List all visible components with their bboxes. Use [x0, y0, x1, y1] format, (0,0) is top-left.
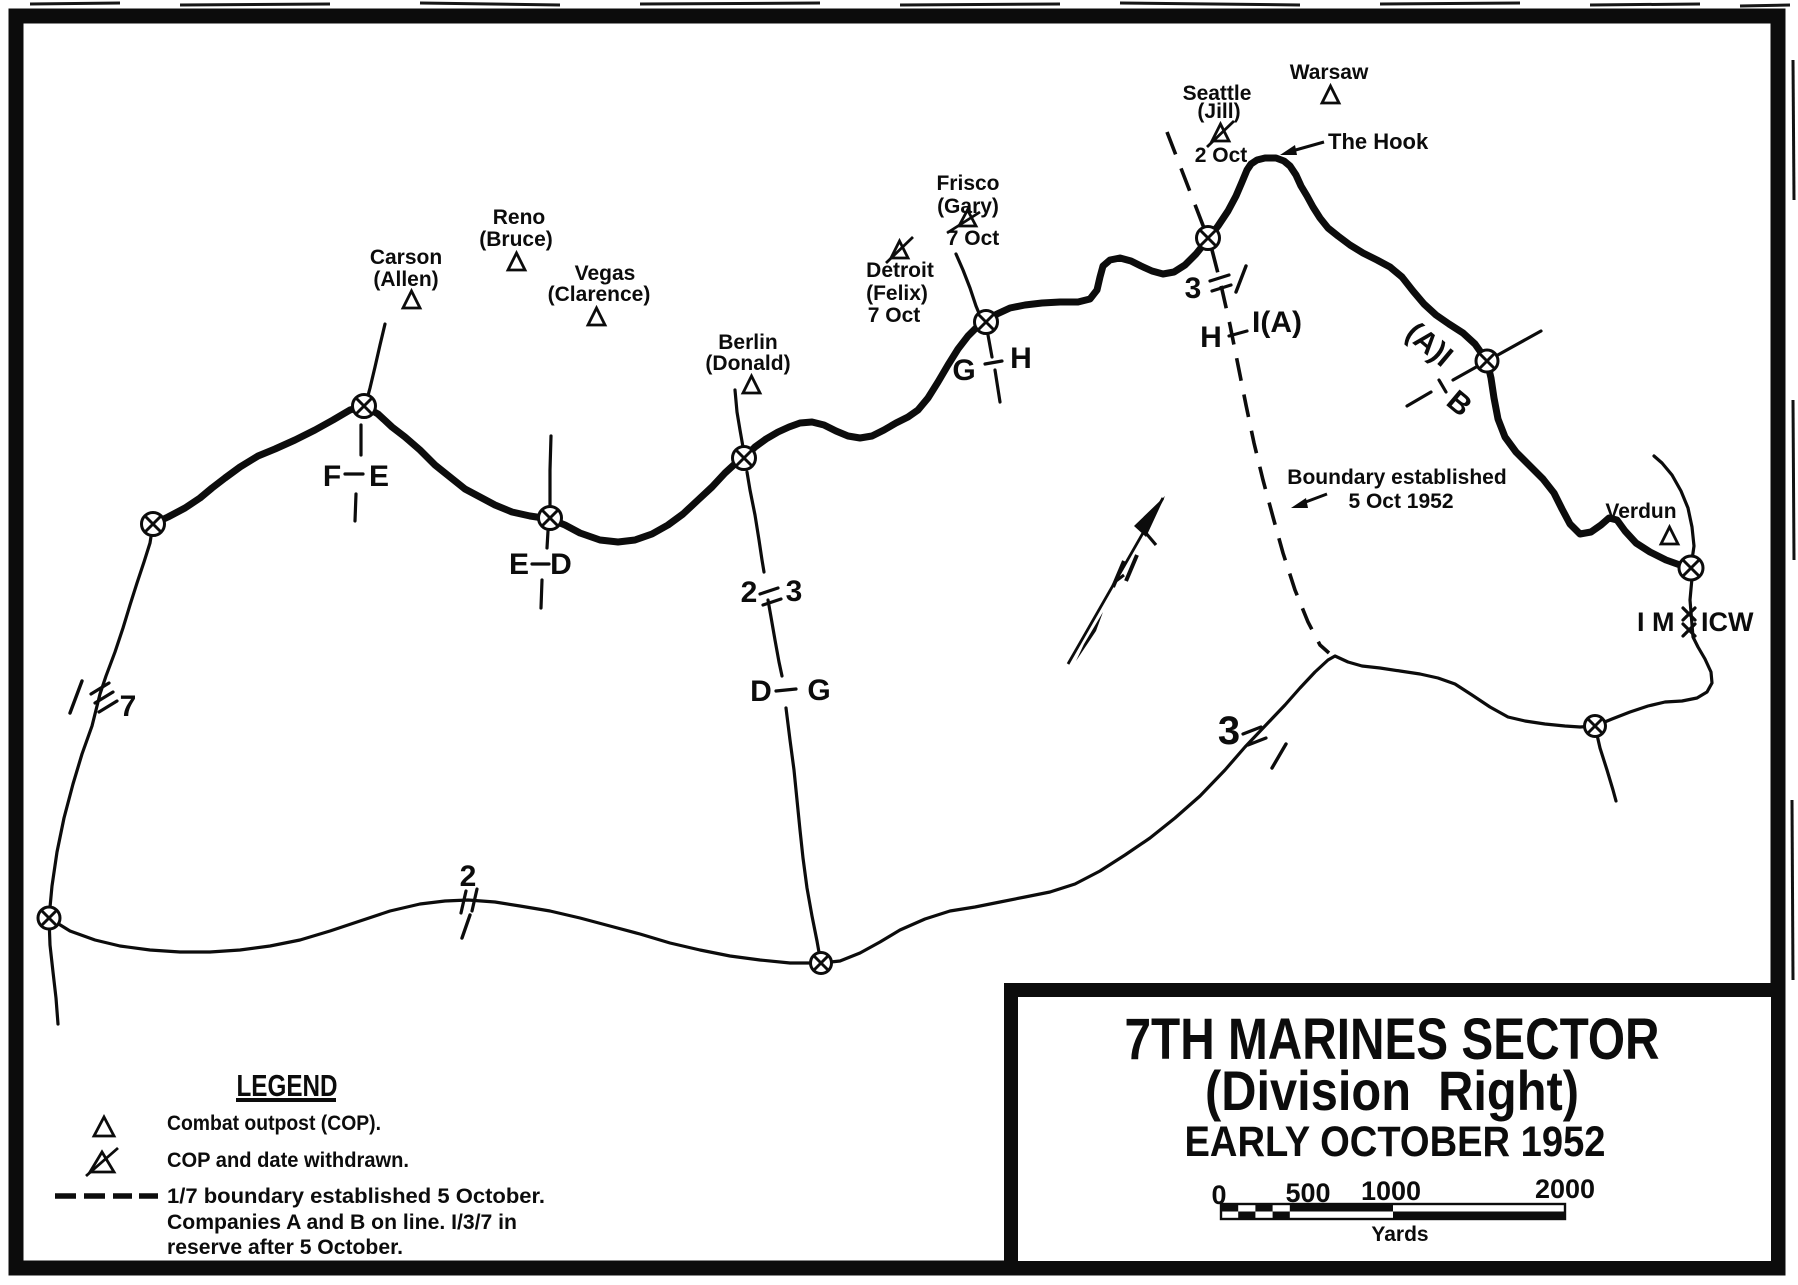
svg-text:Detroit: Detroit [866, 259, 934, 282]
svg-text:I M: I M [1637, 607, 1675, 637]
svg-text:LEGEND: LEGEND [237, 1068, 338, 1103]
svg-text:H: H [1200, 321, 1222, 354]
svg-text:2000: 2000 [1535, 1174, 1595, 1204]
svg-text:D: D [550, 548, 572, 581]
svg-text:(Bruce): (Bruce) [479, 228, 553, 251]
svg-text:Companies A and B on line. I/3: Companies A and B on line. I/3/7 in [167, 1211, 517, 1234]
svg-text:(Jill): (Jill) [1197, 100, 1240, 123]
svg-text:3: 3 [1218, 709, 1240, 753]
svg-text:The Hook: The Hook [1328, 129, 1429, 154]
svg-text:E: E [369, 460, 389, 493]
svg-text:Verdun: Verdun [1605, 500, 1676, 523]
svg-text:G: G [807, 674, 830, 707]
svg-text:(Felix): (Felix) [866, 282, 928, 305]
svg-text:COP and date withdrawn.: COP and date withdrawn. [167, 1149, 409, 1172]
svg-text:Frisco: Frisco [936, 172, 999, 195]
svg-text:1000: 1000 [1361, 1176, 1421, 1206]
svg-text:F: F [323, 460, 341, 493]
svg-text:(Gary): (Gary) [937, 195, 999, 218]
svg-text:Yards: Yards [1371, 1223, 1428, 1246]
svg-text:D: D [750, 675, 772, 708]
svg-text:3: 3 [786, 575, 803, 608]
svg-text:EARLY OCTOBER 1952: EARLY OCTOBER 1952 [1185, 1118, 1606, 1166]
svg-text:Vegas: Vegas [575, 262, 636, 285]
svg-text:Combat outpost (COP).: Combat outpost (COP). [167, 1112, 381, 1135]
svg-text:E: E [509, 548, 529, 581]
svg-text:7: 7 [120, 690, 137, 723]
svg-text:7 Oct: 7 Oct [947, 227, 1000, 250]
svg-text:Carson: Carson [370, 246, 442, 269]
svg-text:0: 0 [1211, 1180, 1226, 1210]
svg-text:2: 2 [741, 576, 758, 609]
svg-text:7 Oct: 7 Oct [868, 304, 921, 327]
svg-text:Seattle: Seattle [1183, 82, 1252, 105]
svg-text:(Donald): (Donald) [705, 352, 790, 375]
svg-text:2: 2 [460, 860, 477, 893]
svg-text:G: G [952, 354, 975, 387]
svg-text:(Allen): (Allen) [373, 268, 438, 291]
svg-text:(Clarence): (Clarence) [548, 283, 651, 306]
svg-text:Reno: Reno [493, 206, 546, 229]
svg-text:(Division Right): (Division Right) [1205, 1059, 1579, 1122]
svg-text:reserve after 5 October.: reserve after 5 October. [167, 1236, 403, 1259]
svg-text:Warsaw: Warsaw [1290, 61, 1369, 84]
svg-text:H: H [1010, 342, 1032, 375]
svg-text:7TH MARINES SECTOR: 7TH MARINES SECTOR [1125, 1007, 1660, 1072]
svg-text:Boundary established: Boundary established [1287, 466, 1506, 489]
svg-text:I(A): I(A) [1252, 306, 1302, 339]
svg-text:ICW: ICW [1701, 607, 1754, 637]
svg-text:3: 3 [1185, 272, 1202, 305]
svg-text:2 Oct: 2 Oct [1195, 144, 1248, 167]
svg-text:1/7 boundary established 5 Oct: 1/7 boundary established 5 October. [167, 1185, 545, 1208]
svg-text:Berlin: Berlin [718, 331, 778, 354]
svg-text:5 Oct 1952: 5 Oct 1952 [1348, 490, 1453, 513]
